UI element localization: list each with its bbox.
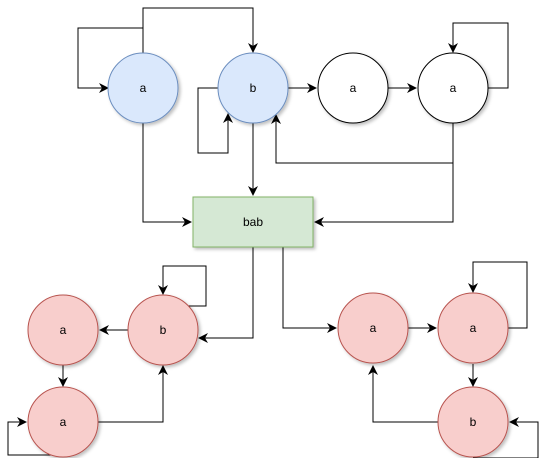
edge-bab-to-right-a1 <box>282 247 337 333</box>
node-top-a2[interactable] <box>317 52 389 124</box>
label-top-b: b <box>250 81 257 95</box>
edge-top-a3-to-bab <box>314 163 454 227</box>
label-left-b: b <box>160 323 167 337</box>
node-top-a1[interactable] <box>107 52 179 124</box>
edge-bab-to-left-b <box>198 247 254 343</box>
node-left-b[interactable] <box>127 294 199 366</box>
label-left-a-bottom: a <box>60 415 67 429</box>
label-top-a3: a <box>450 81 457 95</box>
edges <box>7 7 539 458</box>
edge-top-a3-to-b <box>271 114 454 164</box>
label-right-a1: a <box>370 321 377 335</box>
node-right-a2[interactable] <box>437 292 509 364</box>
edge-right-b-self-loop <box>473 417 539 458</box>
edge-right-a2-self-loop <box>468 261 528 329</box>
node-right-a1[interactable] <box>337 292 409 364</box>
edge-left-a-bottom-to-left-b <box>98 365 168 423</box>
label-right-a2: a <box>470 321 477 335</box>
edge-top-a3-self-loop <box>448 22 509 89</box>
node-right-b[interactable] <box>437 386 509 458</box>
edge-top-b-self-loop <box>197 87 233 154</box>
edge-left-b-self-loop <box>158 265 207 307</box>
node-left-a-top[interactable] <box>27 294 99 366</box>
edge-top-a1-to-b <box>142 7 258 53</box>
edge-left-a-bottom-self-loop <box>7 417 63 456</box>
node-left-a-bottom[interactable] <box>27 386 99 458</box>
nodes <box>27 52 509 458</box>
label-top-a2: a <box>350 81 357 95</box>
edge-right-b-to-right-a1 <box>368 365 438 423</box>
label-right-b: b <box>470 415 477 429</box>
node-top-a3[interactable] <box>417 52 489 124</box>
edge-top-a1-to-bab <box>142 123 192 227</box>
node-top-b[interactable] <box>217 52 289 124</box>
label-merged: bab <box>243 215 263 229</box>
label-left-a-top: a <box>60 323 67 337</box>
node-merged[interactable] <box>192 196 314 248</box>
labels: a b a a bab a b a a a b <box>60 81 477 429</box>
label-top-a1: a <box>140 81 147 95</box>
